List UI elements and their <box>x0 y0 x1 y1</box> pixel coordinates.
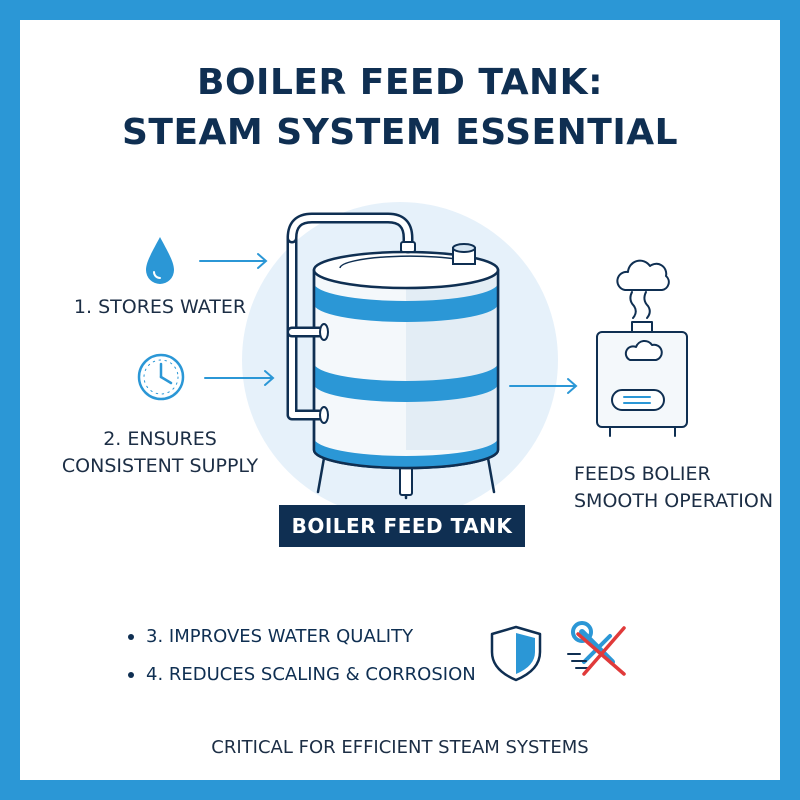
page-title-line-1: BOILER FEED TANK: <box>197 62 603 103</box>
boiler-icon <box>596 259 688 437</box>
arrow-to-tank-1 <box>199 253 268 269</box>
bullet-dot <box>128 672 134 678</box>
bullet-dot <box>128 634 134 640</box>
no-repair-icon <box>567 621 626 676</box>
benefit-item-3: 3. IMPROVES WATER QUALITY <box>128 626 413 647</box>
benefit-item-4: 4. REDUCES SCALING & CORROSION <box>128 664 476 685</box>
output-label-line-2: SMOOTH OPERATION <box>574 490 774 512</box>
step-2-label-line-2: CONSISTENT SUPPLY <box>61 455 259 477</box>
footer-text: CRITICAL FOR EFFICIENT STEAM SYSTEMS <box>211 737 589 758</box>
benefit-label-3: 3. IMPROVES WATER QUALITY <box>146 626 414 647</box>
tank-illustration <box>286 212 500 500</box>
shield-icon <box>490 625 542 682</box>
step-2-label-line-1: 2. ENSURES <box>103 428 217 450</box>
output-label-line-1: FEEDS BOLIER <box>574 463 711 485</box>
benefit-label-4: 4. REDUCES SCALING & CORROSION <box>146 664 476 685</box>
water-drop-icon <box>146 237 174 284</box>
arrow-to-tank-2 <box>204 370 275 386</box>
clock-icon <box>137 353 185 401</box>
tank-label: BOILER FEED TANK <box>279 505 525 547</box>
page-title-line-2: STEAM SYSTEM ESSENTIAL <box>121 112 679 153</box>
step-1-label: 1. STORES WATER <box>73 296 247 318</box>
arrow-to-boiler <box>509 378 578 394</box>
